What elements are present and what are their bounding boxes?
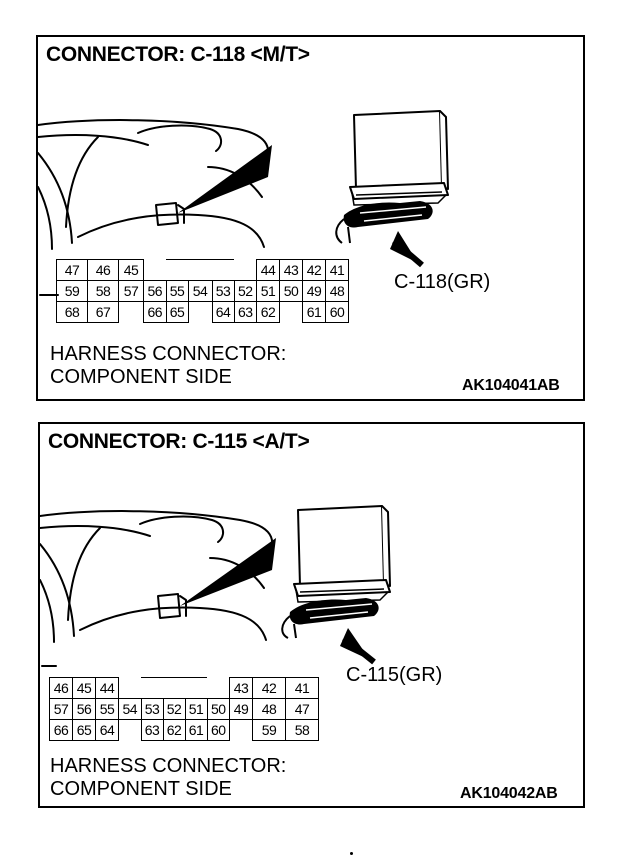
pin-cell: 67 <box>87 301 119 323</box>
pin-cell: 68 <box>56 301 88 323</box>
figure-code: AK104041AB <box>462 377 560 394</box>
connector-label: C-118(GR) <box>394 271 491 293</box>
caption-line2: COMPONENT SIDE <box>50 778 232 800</box>
figure-code: AK104042AB <box>460 785 558 802</box>
pin-cell: 52 <box>162 698 186 720</box>
connector-key <box>188 259 212 281</box>
caption-line1: HARNESS CONNECTOR: <box>50 343 287 365</box>
pin-cell: 54 <box>118 698 142 720</box>
pin-cell: 48 <box>252 698 286 720</box>
pin-cell: 45 <box>118 259 144 281</box>
dashboard-illustration <box>40 505 391 667</box>
connector-key <box>185 677 207 699</box>
pin-cell: 42 <box>252 677 286 699</box>
pin-cell: 61 <box>302 301 326 323</box>
pin-cell: 50 <box>279 280 303 302</box>
pin-cell: 57 <box>49 698 73 720</box>
pin-cell: 53 <box>211 280 235 302</box>
pin-gap <box>119 678 142 699</box>
pin-cell: 58 <box>285 719 319 741</box>
pin-cell: 55 <box>165 280 189 302</box>
pin-cell: 58 <box>87 280 119 302</box>
pin-cell: 64 <box>211 301 235 323</box>
panel-title: CONNECTOR: C-118 <M/T> <box>46 43 310 66</box>
pin-gap <box>230 720 253 741</box>
pin-cell: 49 <box>302 280 326 302</box>
pin-cell: 41 <box>285 677 319 699</box>
pin-cell: 66 <box>143 301 167 323</box>
pin-cell: 51 <box>184 698 208 720</box>
pin-cell: 60 <box>206 719 230 741</box>
pin-cell: 60 <box>325 301 349 323</box>
pin-cell: 62 <box>162 719 186 741</box>
pin-cell: 47 <box>285 698 319 720</box>
dashboard-illustration <box>38 110 449 296</box>
pin-cell: 51 <box>256 280 280 302</box>
pin-cell: 49 <box>229 698 253 720</box>
pin-cell: 59 <box>56 280 88 302</box>
pin-gap <box>144 260 167 281</box>
scan-dot <box>350 852 353 855</box>
caption-line1: HARNESS CONNECTOR: <box>50 755 287 777</box>
pin-cell: 64 <box>95 719 119 741</box>
connector-key <box>141 677 163 699</box>
pin-cell: 45 <box>72 677 96 699</box>
pin-cell: 63 <box>140 719 164 741</box>
pin-cell: 65 <box>72 719 96 741</box>
pin-cell: 52 <box>233 280 257 302</box>
pin-cell: 55 <box>95 698 119 720</box>
panel-title: CONNECTOR: C-115 <A/T> <box>48 430 310 453</box>
pin-cell: 62 <box>256 301 280 323</box>
pin-cell: 46 <box>87 259 119 281</box>
pin-gap <box>188 302 212 323</box>
pin-cell: 65 <box>165 301 189 323</box>
pin-gap <box>280 302 303 323</box>
pin-cell: 47 <box>56 259 88 281</box>
pin-cell: 41 <box>325 259 349 281</box>
pin-cell: 56 <box>72 698 96 720</box>
pin-cell: 50 <box>206 698 230 720</box>
pin-cell: 43 <box>229 677 253 699</box>
pin-gap <box>119 720 142 741</box>
pin-cell: 43 <box>279 259 303 281</box>
connector-panel-c115: CONNECTOR: C-115 <A/T> <box>38 422 585 808</box>
pin-cell: 44 <box>95 677 119 699</box>
connector-label: C-115(GR) <box>346 664 443 686</box>
pin-grid: 46 45 44 43 42 41 57 56 55 54 53 52 51 5… <box>49 677 319 741</box>
caption-line2: COMPONENT SIDE <box>50 366 232 388</box>
pin-cell: 44 <box>256 259 280 281</box>
pin-gap <box>119 302 144 323</box>
pin-cell: 48 <box>325 280 349 302</box>
pin-cell: 59 <box>252 719 286 741</box>
connector-key <box>212 259 234 281</box>
pin-cell: 54 <box>187 280 213 302</box>
pin-cell: 53 <box>140 698 164 720</box>
pin-gap <box>207 678 230 699</box>
connector-key <box>166 259 188 281</box>
connector-panel-c118: CONNECTOR: C-118 <M/T> <box>36 35 585 401</box>
pin-cell: 46 <box>49 677 73 699</box>
pin-grid: 47 46 45 44 43 42 41 59 58 57 56 55 54 5… <box>56 259 349 323</box>
pin-cell: 61 <box>184 719 208 741</box>
connector-key <box>163 677 185 699</box>
pin-cell: 42 <box>302 259 326 281</box>
pin-gap <box>234 260 257 281</box>
pin-cell: 63 <box>233 301 257 323</box>
pin-cell: 66 <box>49 719 73 741</box>
pin-cell: 56 <box>143 280 167 302</box>
pin-cell: 57 <box>118 280 144 302</box>
